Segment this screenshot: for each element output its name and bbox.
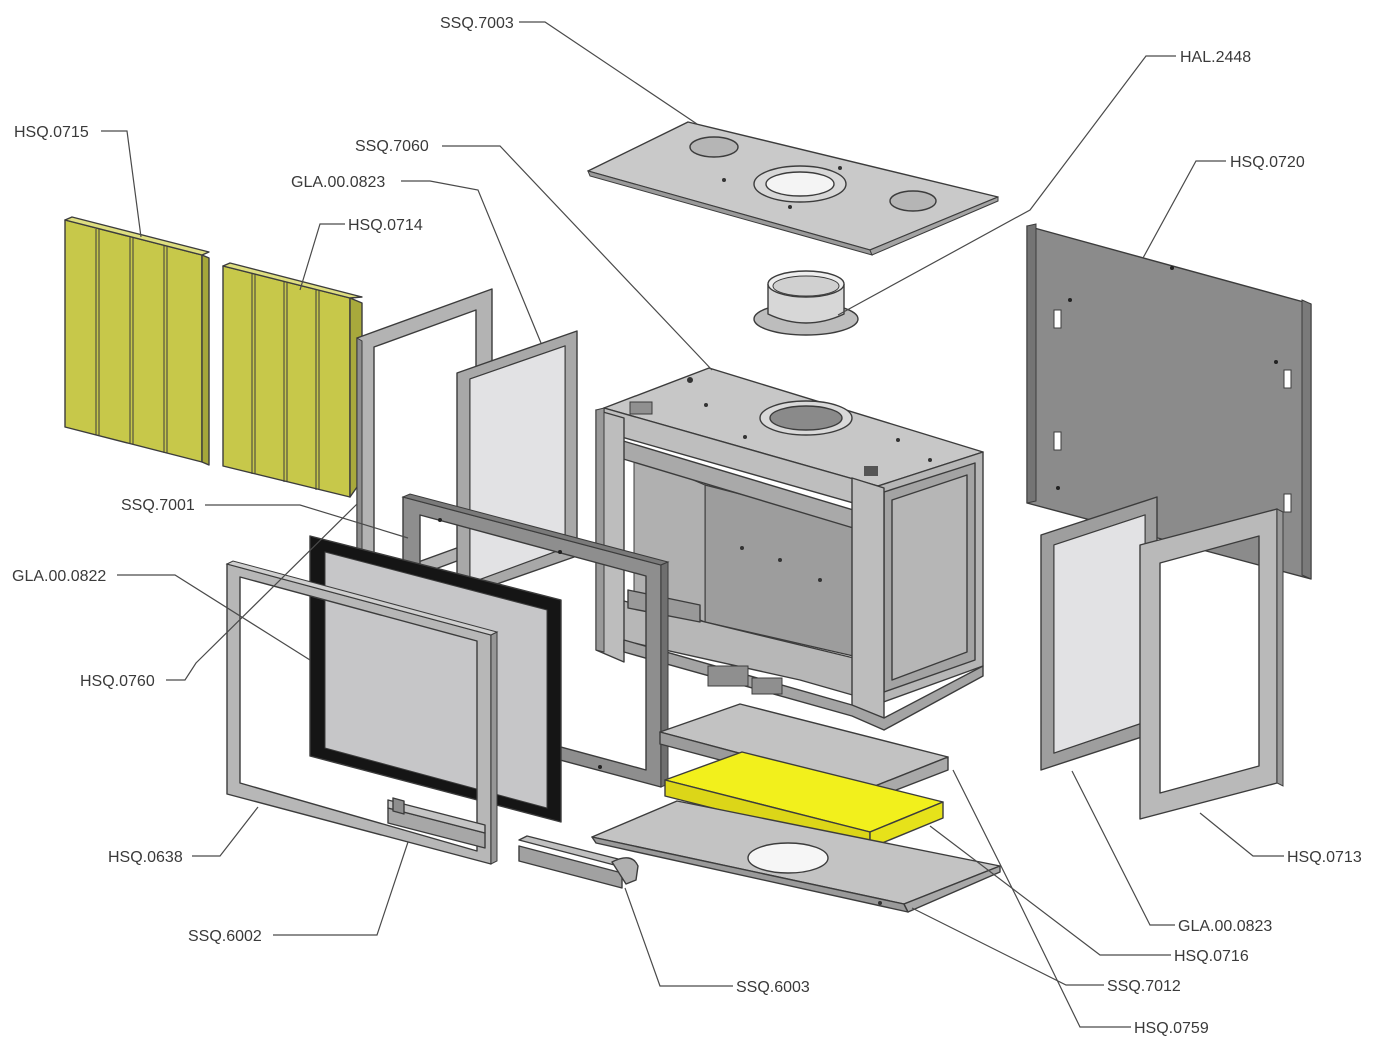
label-hal2448: HAL.2448 xyxy=(1180,49,1251,66)
label-ssq7060: SSQ.7060 xyxy=(355,138,429,155)
part-labels: SSQ.7003 HAL.2448 HSQ.0715 SSQ.7060 HSQ.… xyxy=(12,15,1362,1037)
top-plate-flue-hole xyxy=(765,171,835,197)
label-ssq6002: SSQ.6002 xyxy=(188,928,262,945)
rear-panel xyxy=(1026,223,1312,580)
side-frame-right xyxy=(1139,508,1284,820)
label-ssq7012: SSQ.7012 xyxy=(1107,978,1181,995)
label-ssq6003: SSQ.6003 xyxy=(736,979,810,996)
base-plate xyxy=(591,800,1001,913)
label-hsq0713: HSQ.0713 xyxy=(1287,849,1362,866)
firebox xyxy=(595,367,984,731)
top-plate-hole-right xyxy=(889,190,937,212)
label-gla0822: GLA.00.0822 xyxy=(12,568,106,585)
door-glass xyxy=(309,535,562,823)
leader-lines xyxy=(101,21,1284,1028)
flue-collar xyxy=(753,270,859,336)
top-plate xyxy=(587,121,999,256)
label-gla0823-bottom: GLA.00.0823 xyxy=(1178,918,1272,935)
label-hsq0760: HSQ.0760 xyxy=(80,673,155,690)
side-glass-left xyxy=(456,330,578,599)
label-hsq0638: HSQ.0638 xyxy=(108,849,183,866)
firebox-column-right xyxy=(851,477,885,719)
label-hsq0759: HSQ.0759 xyxy=(1134,1020,1209,1037)
handle-bar-left xyxy=(387,797,486,849)
insulation-panel-left xyxy=(64,216,210,466)
insulation-panel-rear xyxy=(222,262,363,498)
label-ssq7003: SSQ.7003 xyxy=(440,15,514,32)
label-hsq0716: HSQ.0716 xyxy=(1174,948,1249,965)
label-hsq0715: HSQ.0715 xyxy=(14,124,89,141)
top-plate-hole-left xyxy=(689,136,739,158)
label-hsq0720: HSQ.0720 xyxy=(1230,154,1305,171)
label-hsq0714: HSQ.0714 xyxy=(348,217,423,234)
label-gla0823-top: GLA.00.0823 xyxy=(291,174,385,191)
door-frame-outer xyxy=(225,560,499,865)
handle-bar-right xyxy=(518,835,639,889)
label-ssq7001: SSQ.7001 xyxy=(121,497,195,514)
